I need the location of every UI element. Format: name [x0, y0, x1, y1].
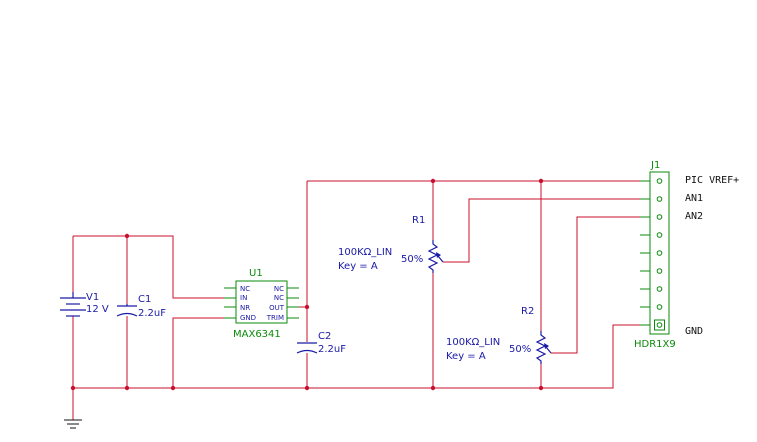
junction-dot	[304, 304, 310, 310]
wire-r1-wiper-an1	[443, 198, 650, 263]
j1-pin-label-vref: PIC VREF+	[685, 175, 739, 186]
junction-dot	[430, 385, 436, 391]
j1-pin-label-gnd: GND	[685, 326, 703, 337]
header-pin-round	[656, 232, 663, 238]
r1-ref-label: R1	[412, 215, 425, 226]
j1-pin-label-an2: AN2	[685, 211, 703, 222]
header-pin-round	[656, 304, 663, 310]
r1-key-label: Key = A	[338, 261, 378, 272]
c1-ref-label: C1	[138, 294, 151, 305]
junction-dot	[538, 385, 544, 391]
u1-part-label: MAX6341	[233, 329, 281, 340]
ic-body	[235, 280, 288, 324]
u1-pin-right-1: NC	[274, 285, 284, 293]
junction-dot	[538, 178, 544, 184]
capacitor-plate-curved	[296, 349, 318, 354]
r2-percent-label: 50%	[509, 344, 531, 355]
header-j1: J1 HDR1X9 PIC VREF+ AN1 AN2 GND	[634, 160, 739, 350]
v1-value-label: 12 V	[86, 304, 109, 315]
header-pin-round	[656, 250, 663, 256]
junction-dot	[70, 385, 76, 391]
junction-dot	[124, 385, 130, 391]
r1-value-label: 100KΩ_LIN	[338, 247, 392, 258]
junction-dot	[124, 233, 130, 239]
wiper-arrow-icon	[436, 252, 441, 258]
junction-dot	[304, 385, 310, 391]
junctions	[70, 178, 544, 391]
capacitor-c1: C1 2.2uF	[116, 294, 166, 319]
junction-dot	[170, 385, 176, 391]
header-pin-round	[656, 286, 663, 292]
r1-percent-label: 50%	[401, 254, 423, 265]
header-pin-round	[656, 268, 663, 274]
ic-u1: U1 MAX6341 NC IN NR GND NC NC OUT TRIM	[224, 268, 299, 340]
u1-pin-right-2: NC	[274, 294, 284, 302]
u1-pin-left-1: NC	[240, 285, 250, 293]
resistor-zigzag	[535, 331, 547, 364]
header-pin-round	[656, 322, 663, 328]
u1-pin-left-2: IN	[240, 294, 247, 302]
u1-pin-left-3: NR	[240, 304, 250, 312]
c1-value-label: 2.2uF	[138, 308, 166, 319]
r2-value-label: 100KΩ_LIN	[446, 337, 500, 348]
v1-ref-label: V1	[86, 292, 99, 303]
wire-u1-gnd	[172, 317, 236, 388]
c2-value-label: 2.2uF	[318, 344, 346, 355]
header-pin-round	[656, 196, 663, 202]
wiper-line	[437, 255, 444, 263]
capacitor-plate-curved	[116, 312, 138, 317]
u1-pin-right-4: TRIM	[266, 314, 284, 322]
wires	[72, 180, 650, 420]
wire-top-left-to-u1-in	[73, 235, 236, 299]
ground-icon	[64, 419, 82, 429]
junction-dot	[430, 178, 436, 184]
header-pin-round	[656, 214, 663, 220]
j1-ref-label: J1	[650, 160, 660, 171]
wiper-line	[545, 346, 552, 354]
j1-part-label: HDR1X9	[634, 339, 676, 350]
header-pin-square	[654, 319, 665, 331]
header-pin-round	[656, 178, 663, 184]
r2-ref-label: R2	[521, 306, 534, 317]
r2-key-label: Key = A	[446, 351, 486, 362]
capacitor-c2: C2 2.2uF	[296, 331, 346, 355]
u1-ref-label: U1	[249, 268, 263, 279]
u1-pin-right-3: OUT	[269, 304, 285, 312]
resistor-zigzag	[427, 240, 439, 273]
wire-r2-wiper-an2	[551, 216, 650, 354]
wire-ground-rail	[73, 324, 650, 389]
potentiometer-r1: R1 100KΩ_LIN Key = A 50%	[338, 215, 444, 273]
potentiometer-r2: R2 100KΩ_LIN Key = A 50%	[446, 306, 552, 364]
j1-pin-label-an1: AN1	[685, 193, 703, 204]
u1-pin-left-4: GND	[240, 314, 256, 322]
battery-v1: V1 12 V	[60, 292, 109, 317]
c2-ref-label: C2	[318, 331, 331, 342]
wiper-arrow-icon	[544, 343, 549, 349]
